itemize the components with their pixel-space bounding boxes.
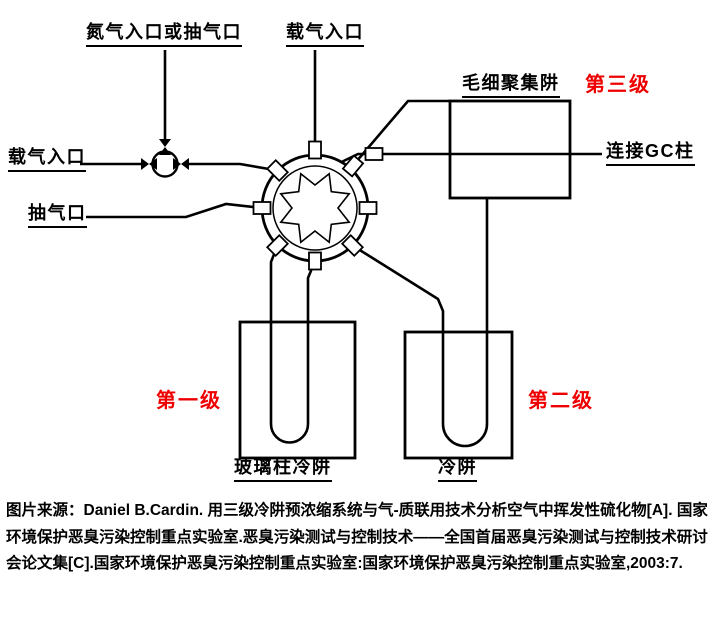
inlet-valve bbox=[141, 139, 189, 178]
fitting-left-a bbox=[141, 158, 149, 170]
label-capillary-trap: 毛细聚集阱 bbox=[462, 73, 560, 98]
cold-trap-box bbox=[403, 330, 514, 460]
rotary-valve-inner-ring bbox=[272, 165, 358, 251]
tube-inletvalve-to-rotary bbox=[188, 162, 278, 172]
tubing bbox=[80, 50, 602, 448]
port-fitting-trap3-line bbox=[341, 154, 365, 178]
label-gc-column: 连接GC柱 bbox=[606, 141, 695, 166]
valve-port-fittings bbox=[252, 140, 384, 271]
trap-boxes bbox=[238, 99, 572, 460]
tube-pump-port bbox=[86, 202, 263, 219]
rotary-valve-channels bbox=[279, 172, 351, 244]
port-fitting-bottom bbox=[308, 251, 322, 271]
label-carrier-inlet-left: 载气入口 bbox=[8, 147, 86, 172]
label-stage-2: 第二级 bbox=[528, 390, 594, 412]
port-fitting-lower-right bbox=[340, 233, 365, 258]
tube-to-gc-column bbox=[340, 152, 602, 164]
label-carrier-inlet-top: 载气入口 bbox=[286, 22, 364, 47]
port-fitting-right bbox=[358, 201, 378, 215]
tube-trap1-utube bbox=[269, 245, 317, 444]
label-nitrogen-inlet: 氮气入口或抽气口 bbox=[86, 22, 242, 47]
label-stage-1: 第一级 bbox=[156, 390, 222, 412]
fitting-right-b bbox=[181, 158, 189, 170]
diagram-canvas bbox=[80, 50, 602, 460]
port-fitting-top bbox=[308, 140, 322, 160]
port-fitting-lower-left bbox=[265, 233, 290, 258]
label-stage-3: 第三级 bbox=[585, 74, 651, 96]
label-cold-trap: 冷阱 bbox=[438, 457, 477, 482]
tube-to-capillary-trap bbox=[349, 99, 450, 170]
fitting-top-a bbox=[159, 139, 171, 147]
glass-column-trap-box bbox=[238, 320, 357, 460]
fitting-right-a bbox=[173, 158, 181, 170]
port-fitting-upper-left bbox=[265, 158, 290, 183]
label-glass-column-trap: 玻璃柱冷阱 bbox=[234, 457, 332, 482]
label-pump-port: 抽气口 bbox=[28, 203, 87, 228]
fitting-left-b bbox=[149, 158, 157, 170]
port-fitting-left bbox=[252, 201, 272, 215]
inlet-valve-fittings bbox=[141, 139, 189, 170]
port-fitting-gc-line bbox=[364, 147, 384, 161]
capillary-trap-box bbox=[448, 99, 572, 200]
fitting-top-b bbox=[159, 147, 171, 155]
figure-source-caption: 图片来源：Daniel B.Cardin. 用三级冷阱预浓缩系统与气-质联用技术… bbox=[6, 502, 708, 573]
rotary-valve bbox=[252, 140, 384, 271]
tube-trap2-utube bbox=[351, 199, 489, 448]
